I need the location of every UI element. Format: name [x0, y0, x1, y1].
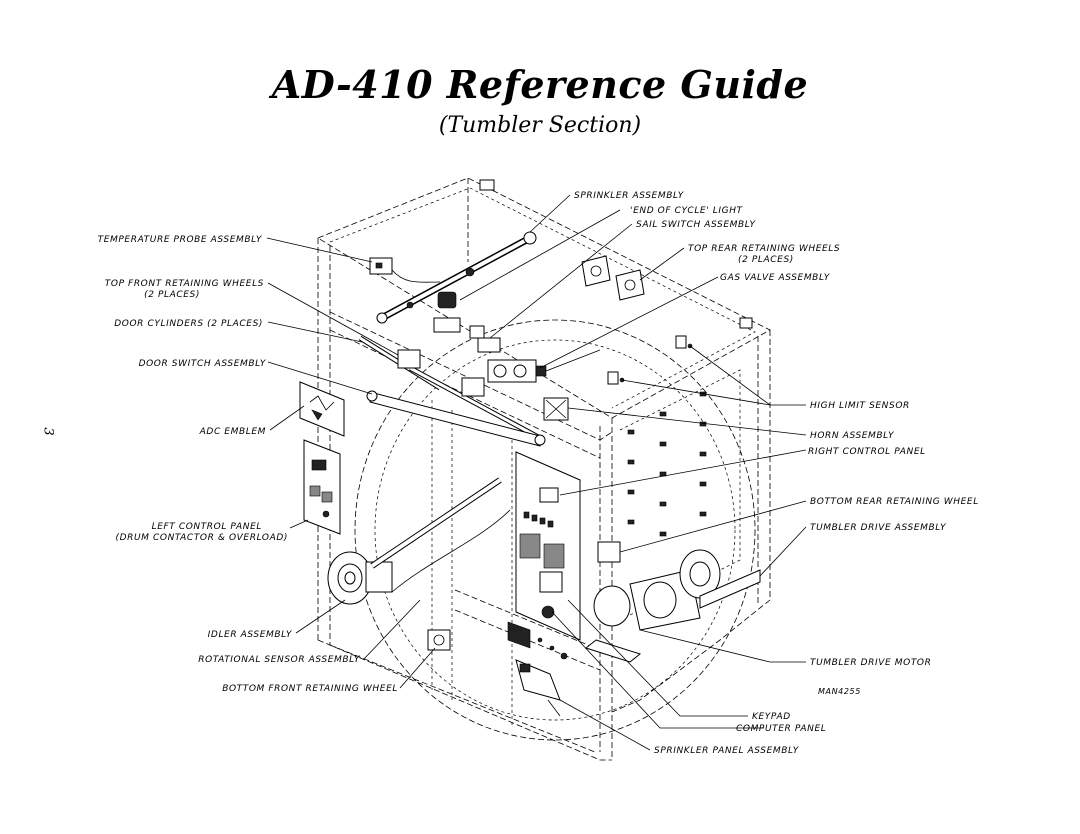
- label-top-rear-retaining-wheels: TOP REAR RETAINING WHEELS: [688, 244, 840, 254]
- label-bottom-front-retaining-wheel: BOTTOM FRONT RETAINING WHEEL: [222, 684, 398, 694]
- top-rear-retaining-wheels-part: [581, 255, 645, 301]
- label-gas-valve-assembly: GAS VALVE ASSEMBLY: [720, 273, 831, 283]
- bottom-rear-retaining-wheel-part: [597, 541, 621, 563]
- page-title: AD-410 Reference Guide: [271, 62, 809, 107]
- label-left-control-panel: LEFT CONTROL PANEL: [152, 522, 262, 532]
- label-left-control-panel-detail: (DRUM CONTACTOR & OVERLOAD): [116, 533, 289, 543]
- page-subtitle: (Tumbler Section): [438, 113, 642, 138]
- gas-valve-part: [487, 349, 601, 383]
- label-high-limit-sensor: HIGH LIMIT SENSOR: [810, 401, 910, 411]
- label-rotational-sensor-assembly: ROTATIONAL SENSOR ASSEMBLY: [198, 655, 361, 665]
- label-bottom-rear-retaining-wheel: BOTTOM REAR RETAINING WHEEL: [810, 497, 979, 507]
- idler-assembly-part: [327, 477, 502, 605]
- label-top-front-retaining-wheels: TOP FRONT RETAINING WHEELS: [105, 279, 264, 289]
- label-temperature-probe-assembly: TEMPERATURE PROBE ASSEMBLY: [98, 235, 263, 245]
- tumbler-drive-part: [584, 549, 761, 663]
- label-right-control-panel: RIGHT CONTROL PANEL: [808, 447, 926, 457]
- keypad-part: [507, 621, 568, 660]
- callout-labels: SPRINKLER ASSEMBLY 'END OF CYCLE' LIGHT …: [98, 191, 979, 756]
- label-end-of-cycle-light: 'END OF CYCLE' LIGHT: [630, 206, 744, 216]
- bottom-front-retaining-wheel-part: [427, 629, 451, 651]
- label-top-front-retaining-wheels-places: (2 PLACES): [144, 290, 200, 300]
- label-computer-panel: COMPUTER PANEL: [736, 724, 826, 734]
- label-door-cylinders: DOOR CYLINDERS (2 PLACES): [114, 319, 263, 329]
- label-sail-switch-assembly: SAIL SWITCH ASSEMBLY: [636, 220, 757, 230]
- temperature-probe-part: [369, 257, 441, 283]
- door-cylinders-part: [358, 335, 542, 441]
- leader-lines: [266, 194, 807, 751]
- sprinkler-assembly-part: [376, 231, 537, 324]
- label-adc-emblem: ADC EMBLEM: [199, 427, 266, 437]
- door-switch-part: [366, 390, 546, 447]
- label-top-rear-retaining-wheels-places: (2 PLACES): [738, 255, 794, 265]
- label-tumbler-drive-assembly: TUMBLER DRIVE ASSEMBLY: [810, 523, 947, 533]
- label-tumbler-drive-motor: TUMBLER DRIVE MOTOR: [810, 658, 931, 668]
- label-sprinkler-assembly: SPRINKLER ASSEMBLY: [574, 191, 685, 201]
- horn-assembly-part: [543, 397, 569, 421]
- control-panels-part: [515, 451, 581, 641]
- label-horn-assembly: HORN ASSEMBLY: [810, 431, 895, 441]
- sail-switch-part: [469, 325, 501, 353]
- components: [299, 231, 761, 717]
- high-limit-sensor-part: [607, 335, 693, 385]
- label-drawing-number: MAN4255: [818, 687, 861, 696]
- sprinkler-panel-part: [515, 659, 561, 717]
- label-keypad: KEYPAD: [752, 712, 791, 722]
- label-idler-assembly: IDLER ASSEMBLY: [208, 630, 293, 640]
- label-door-switch-assembly: DOOR SWITCH ASSEMBLY: [139, 359, 267, 369]
- left-control-panel-part: [303, 439, 341, 535]
- adc-emblem-part: [299, 381, 345, 437]
- end-of-cycle-light-part: [433, 291, 461, 333]
- label-sprinkler-panel-assembly: SPRINKLER PANEL ASSEMBLY: [654, 746, 800, 756]
